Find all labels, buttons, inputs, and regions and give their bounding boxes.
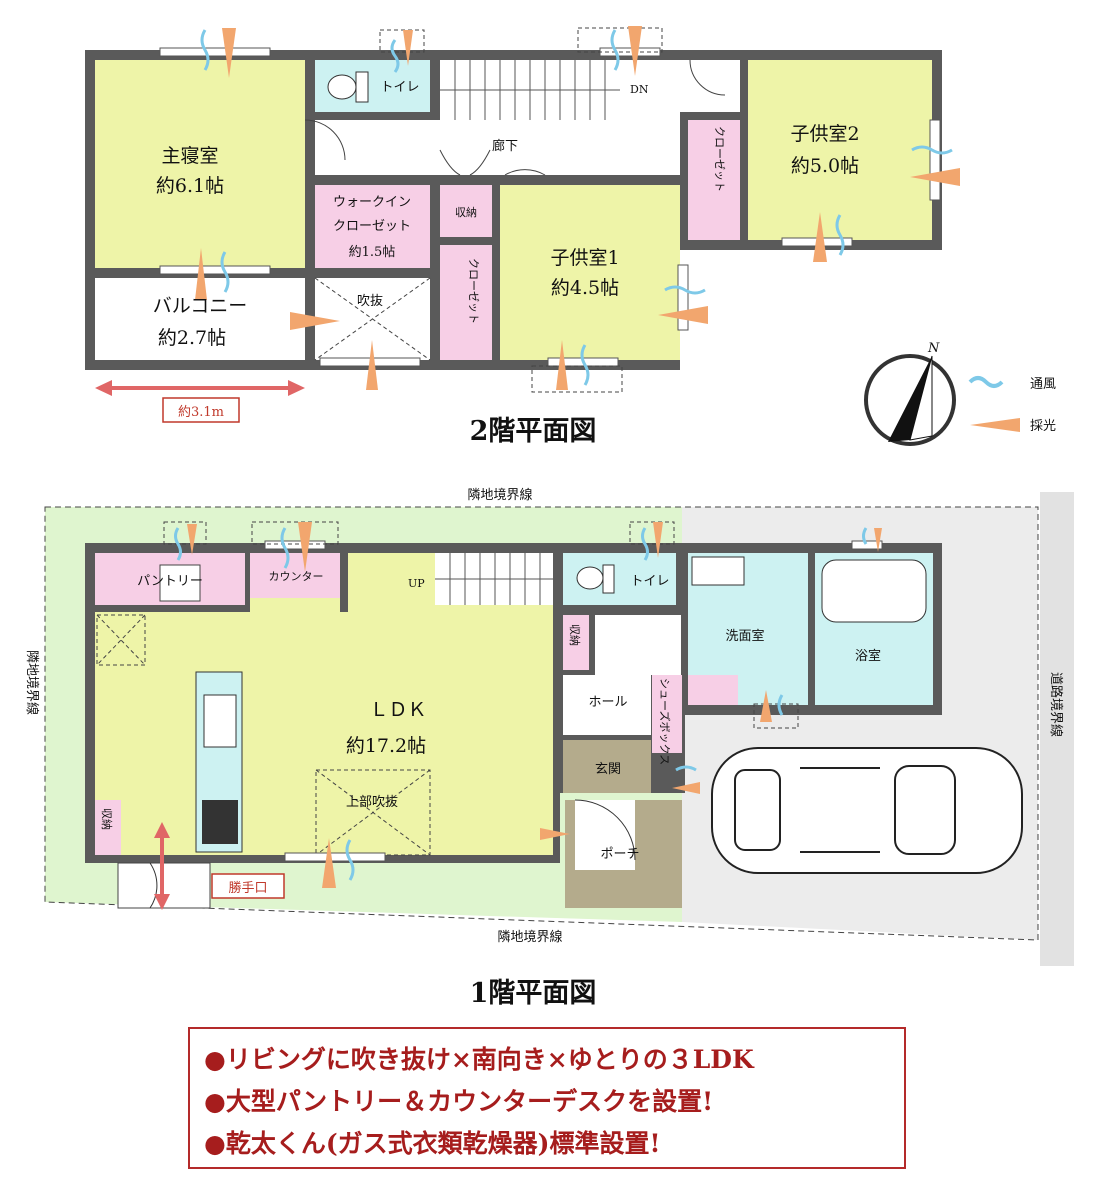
floor2-plan: 主寝室 約6.1帖 ウォークイン クローゼット 約1.5帖 トイレ DN 廊下 … <box>85 26 960 447</box>
walkin-label-1: ウォークイン <box>333 195 411 210</box>
boundary-top-label: 隣地境界線 <box>467 487 532 503</box>
floor2-title: 2階平面図 <box>470 416 597 447</box>
dimension-arrow <box>95 380 305 423</box>
north-label: N <box>927 341 940 356</box>
balcony-area: 約2.7帖 <box>158 327 226 349</box>
feature-line-2: ●大型パントリー＆カウンターデスクを設置! <box>204 1087 714 1116</box>
storage-1f-left-label: 収納 <box>100 808 113 830</box>
closet-child1-label: クローゼット <box>467 258 480 324</box>
walkin-area: 約1.5帖 <box>349 245 396 260</box>
master-bedroom-name: 主寝室 <box>161 145 218 167</box>
light-legend-icon <box>970 418 1020 432</box>
landing <box>620 60 680 120</box>
storage-1f-hall-label: 収納 <box>568 624 581 646</box>
storage-2f-label: 収納 <box>455 206 477 219</box>
ldk <box>95 612 553 855</box>
car <box>711 747 1023 874</box>
counter-label: カウンター <box>269 570 324 583</box>
counter <box>250 553 340 598</box>
feature-line-1: ●リビングに吹き抜け×南向き×ゆとりの３LDK <box>204 1045 754 1074</box>
master-bedroom-area: 約6.1帖 <box>156 175 224 197</box>
closet-child2 <box>688 120 740 240</box>
child-room-2-name: 子供室2 <box>790 123 859 145</box>
compass <box>864 354 956 446</box>
toilet-1f-label: トイレ <box>630 574 669 589</box>
service-door-label: 勝手口 <box>228 881 267 896</box>
bath-label: 浴室 <box>855 648 881 664</box>
closet-child1 <box>440 245 492 360</box>
dimension-label: 約3.1m <box>178 405 224 420</box>
shoebox-label: シューズボックス <box>658 678 672 765</box>
corridor-label: 廊下 <box>492 138 518 154</box>
walkin-closet <box>315 185 430 268</box>
floor1-plan: 隣地境界線 隣地境界線 隣地境界線 道路境界線 パントリー カウンター UP ト… <box>24 487 1074 1009</box>
porch-label: ポーチ <box>600 847 639 862</box>
feature-banner: ●リビングに吹き抜け×南向き×ゆとりの３LDK ●大型パントリー＆カウンターデス… <box>188 1027 906 1169</box>
pantry-label: パントリー <box>137 574 203 589</box>
up-label: UP <box>408 577 425 590</box>
closet-child2-label: クローゼット <box>713 126 726 192</box>
boundary-bottom-label: 隣地境界線 <box>497 929 562 945</box>
hall-label: ホール <box>588 695 627 710</box>
hall <box>563 675 651 735</box>
child-room-2-area: 約5.0帖 <box>791 155 859 177</box>
storage-1f-hall <box>563 615 589 670</box>
corridor <box>315 120 680 175</box>
entrance <box>563 740 651 793</box>
master-bedroom <box>95 60 305 268</box>
walkin-label-2: クローゼット <box>333 219 411 234</box>
toilet-fixture-2f <box>327 71 369 103</box>
boundary-left-label: 隣地境界線 <box>24 650 40 715</box>
boundary-road-label: 道路境界線 <box>1048 672 1064 737</box>
floor1-title: 1階平面図 <box>470 978 597 1009</box>
atrium-2f-label: 吹抜 <box>357 293 383 309</box>
upper-atrium-label: 上部吹抜 <box>346 794 398 810</box>
light-legend-label: 採光 <box>1030 419 1056 434</box>
child-room-1 <box>500 185 680 360</box>
ldk-area: 約17.2帖 <box>346 735 426 757</box>
shoe-box <box>652 675 682 753</box>
storage-2f <box>440 185 492 237</box>
balcony-name: バルコニー <box>153 295 248 317</box>
dn-label: DN <box>630 83 649 96</box>
storage-1f-left <box>95 800 121 855</box>
entrance-label: 玄関 <box>595 762 621 777</box>
wind-legend-icon <box>968 376 1004 388</box>
child-room-1-name: 子供室1 <box>550 247 619 269</box>
wind-legend-label: 通風 <box>1030 377 1056 392</box>
child-room-2 <box>748 60 932 240</box>
child-room-1-area: 約4.5帖 <box>551 277 619 299</box>
feature-line-3: ●乾太くん(ガス式衣類乾燥器)標準設置! <box>204 1129 661 1158</box>
road-strip <box>1040 492 1074 966</box>
corridor-east <box>680 60 740 112</box>
ldk-name: ＬＤＫ <box>369 699 426 721</box>
washroom-label: 洗面室 <box>725 628 764 644</box>
toilet-2f-label: トイレ <box>380 80 419 95</box>
